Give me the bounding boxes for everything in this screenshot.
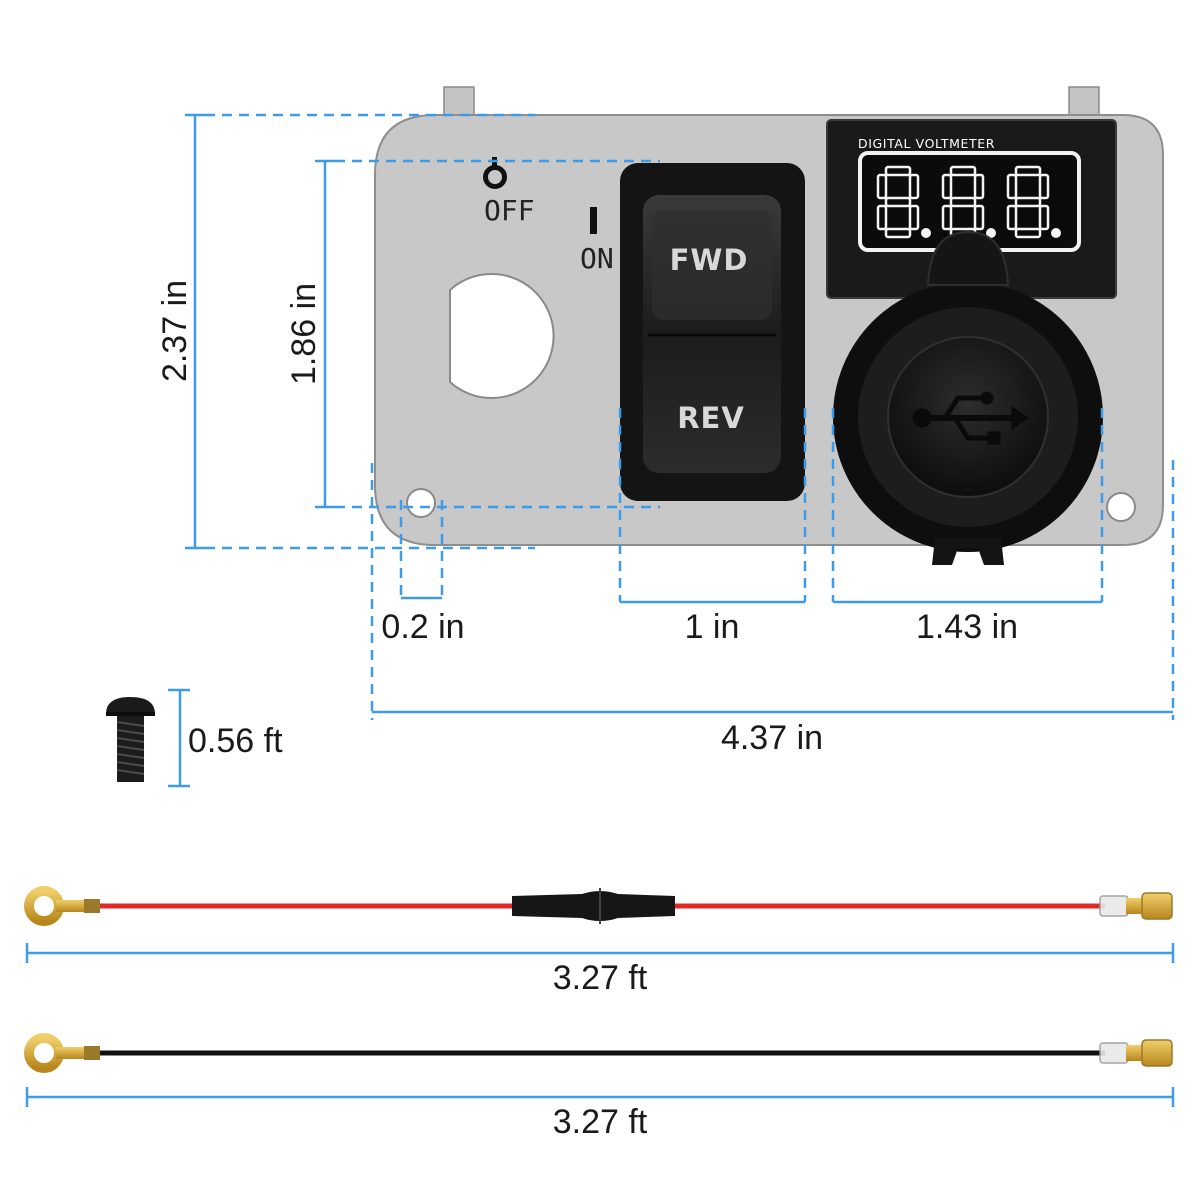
spade-terminal-icon	[1099, 892, 1173, 920]
display-segment	[908, 204, 920, 231]
display-segment	[876, 173, 888, 200]
digital-voltmeter: DIGITAL VOLTMETER	[826, 119, 1117, 299]
display-segment	[941, 173, 953, 200]
usb-icon	[912, 391, 1029, 445]
red-wire-length-label: 3.27 ft	[553, 959, 648, 997]
screw-icon	[106, 697, 155, 782]
display-decimal-point	[1051, 228, 1061, 238]
ring-terminal-icon	[24, 1033, 100, 1073]
dimension-lines	[25, 113, 1175, 1107]
display-segment	[1014, 165, 1042, 177]
rocker-rev-label: REV	[677, 401, 745, 435]
display-decimal-point	[986, 228, 996, 238]
usb-socket	[833, 230, 1103, 565]
display-segment	[908, 173, 920, 200]
voltmeter-display	[876, 165, 1061, 239]
rocker-switch[interactable]: FWD REV	[620, 163, 805, 501]
hole-diameter-label: 0.2 in	[381, 608, 464, 646]
display-segment	[884, 227, 912, 239]
panel-width-label: 4.37 in	[721, 719, 823, 757]
display-segment	[884, 165, 912, 177]
display-segment	[876, 204, 888, 231]
display-segment	[949, 165, 977, 177]
black-wire-length-label: 3.27 ft	[553, 1103, 648, 1141]
screw-length-label: 0.56 ft	[188, 722, 283, 760]
display-segment	[1014, 227, 1042, 239]
display-segment	[973, 204, 985, 231]
on-marking: ON	[580, 207, 614, 275]
display-segment	[941, 204, 953, 231]
switch-width-label: 1 in	[685, 608, 740, 646]
mounting-hole-right	[1106, 492, 1136, 522]
display-segment	[884, 196, 912, 208]
ring-terminal-icon	[24, 886, 100, 926]
mounting-hole-left	[406, 488, 436, 518]
fuse-holder-icon	[512, 888, 675, 924]
display-segment	[1038, 204, 1050, 231]
display-segment	[1006, 204, 1018, 231]
voltmeter-label: DIGITAL VOLTMETER	[858, 136, 995, 151]
red-fused-wire	[24, 886, 1173, 926]
switch-height-label: 1.86 in	[285, 283, 323, 385]
off-marking: OFF	[483, 157, 535, 227]
display-segment	[973, 173, 985, 200]
display-segment	[1014, 196, 1042, 208]
key-switch-hole	[449, 273, 555, 399]
display-decimal-point	[921, 228, 931, 238]
black-wire	[24, 1033, 1173, 1073]
panel-height-label: 2.37 in	[156, 280, 194, 382]
display-segment	[1006, 173, 1018, 200]
on-label: ON	[580, 242, 614, 275]
socket-width-label: 1.43 in	[916, 608, 1018, 646]
display-segment	[1038, 173, 1050, 200]
switch-panel: OFF ON FWD REV DIGITAL VOLTMETER	[374, 86, 1164, 565]
display-segment	[949, 196, 977, 208]
spade-terminal-icon	[1099, 1039, 1173, 1067]
off-label: OFF	[484, 194, 535, 227]
rocker-fwd-label: FWD	[670, 243, 749, 277]
